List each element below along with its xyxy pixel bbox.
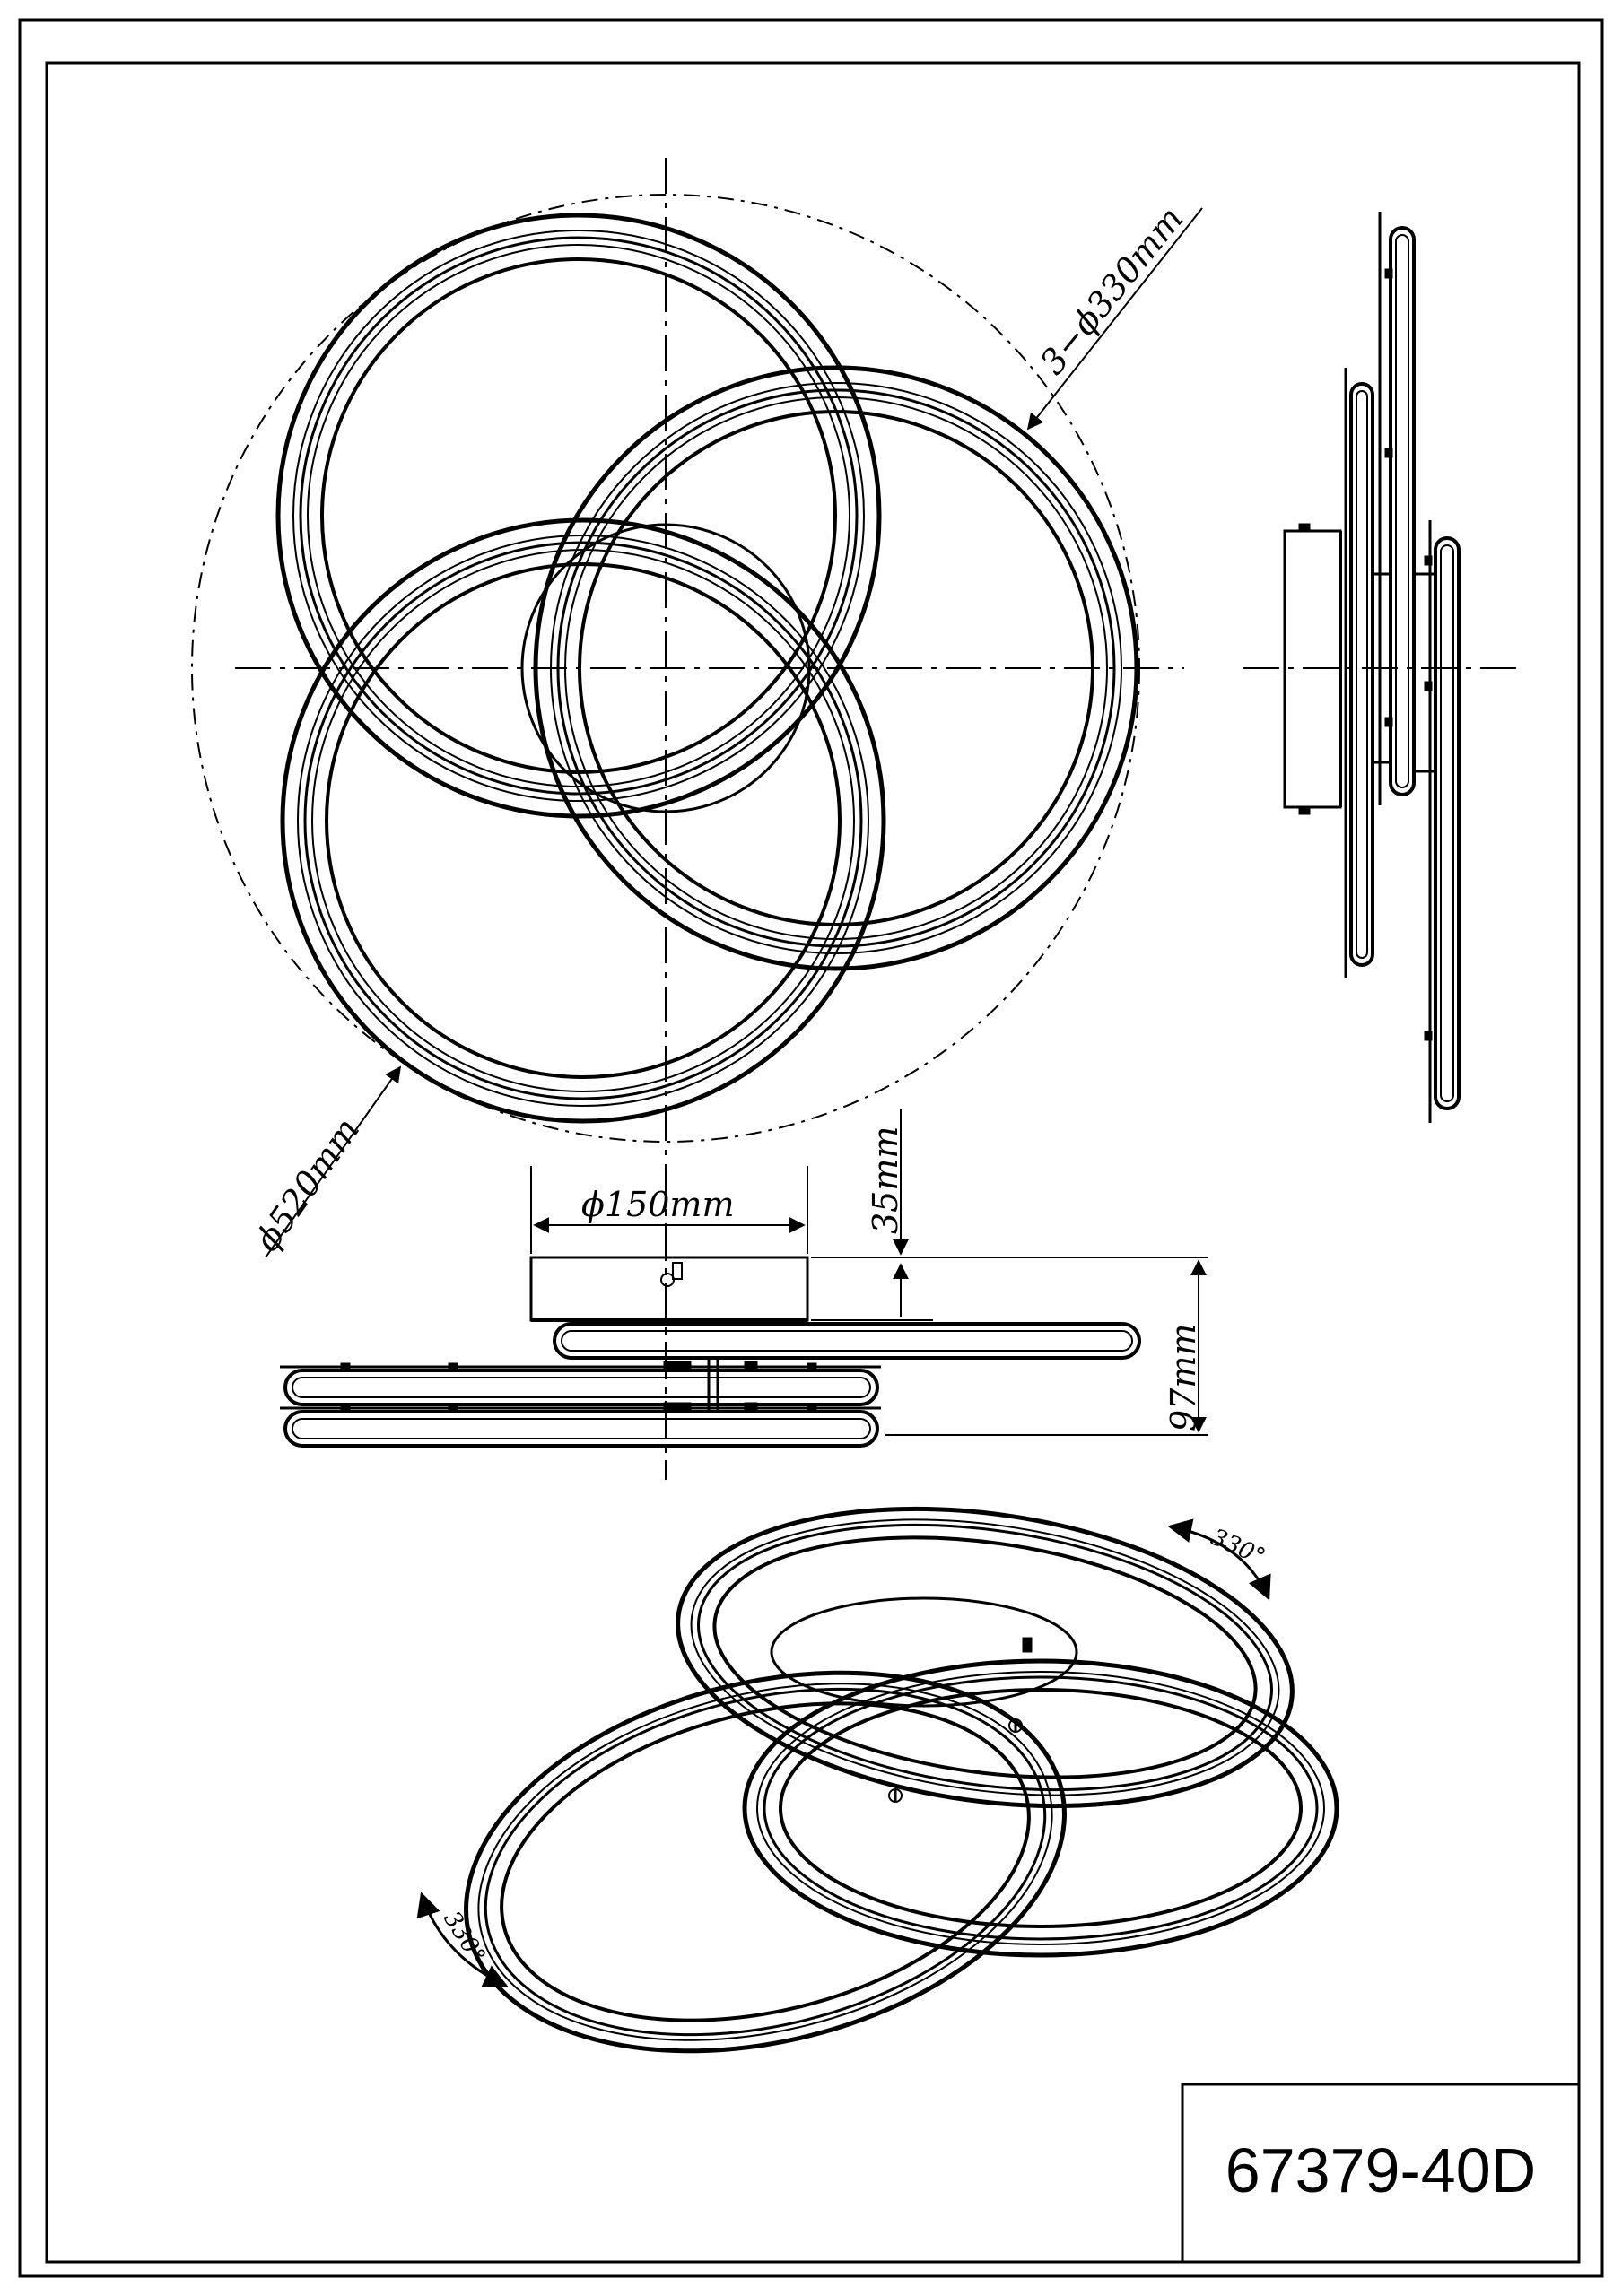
canopy-screw — [660, 1273, 675, 1287]
front-ring-bottom — [283, 1410, 879, 1448]
side-view — [1243, 212, 1516, 1123]
front-elevation — [280, 1166, 1141, 1480]
top-view — [191, 158, 1184, 1480]
perspective-view — [464, 1506, 1339, 2054]
canopy-height-label: 35mm — [866, 1126, 905, 1234]
side-ring-2 — [1389, 226, 1416, 796]
canopy-diameter-label: ϕ150mm — [581, 1185, 735, 1224]
title-block: 67379-40D — [1181, 2083, 1581, 2264]
total-height-label: 97mm — [1164, 1324, 1203, 1431]
ring-upper-left — [275, 213, 882, 819]
ring-diameter-dimension: 3−ϕ330mm — [1026, 199, 1203, 430]
ring-diameter-label: 3−ϕ330mm — [1033, 199, 1191, 382]
perspective-canopy — [770, 1596, 1078, 1708]
outer-border — [18, 18, 1604, 2278]
rotation-indicator-bottom-left: 330° — [416, 1892, 509, 1987]
perspective-ring-back — [676, 1506, 1295, 1809]
side-ring-1 — [1349, 382, 1374, 967]
model-number: 67379-40D — [1225, 2135, 1536, 2205]
front-ring-top — [553, 1322, 1141, 1360]
rotation-angle-label-top-right: 330° — [1207, 1524, 1269, 1571]
side-ring-3 — [1434, 536, 1461, 1110]
front-canopy — [529, 1256, 809, 1322]
ring-lower-left — [280, 517, 886, 1124]
overall-diameter-label: ϕ520mm — [247, 1110, 367, 1258]
perspective-ring-right — [742, 1658, 1339, 1958]
ring-right — [533, 365, 1139, 971]
front-dimensions — [530, 1109, 1208, 1436]
inner-border — [45, 61, 1581, 2264]
overall-diameter-dimension: ϕ520mm — [247, 1065, 402, 1258]
central-hub — [520, 523, 811, 813]
front-ring-middle — [283, 1369, 879, 1406]
